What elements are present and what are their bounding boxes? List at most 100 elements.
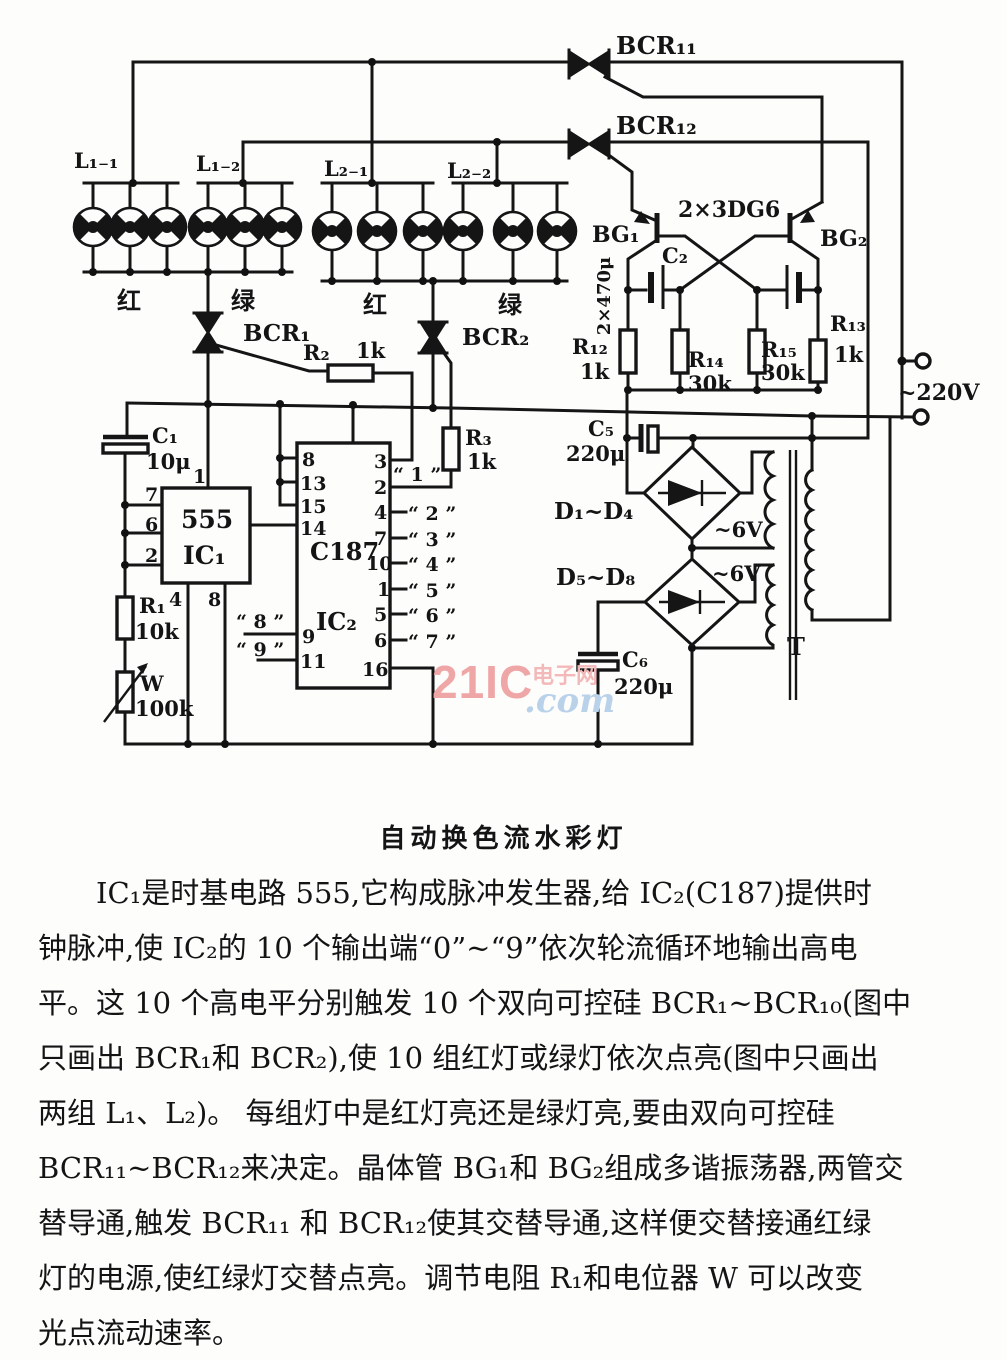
body-line: IC₁是时基电路 555,它构成脉冲发生器,给 IC₂(C187)提供时 bbox=[38, 876, 872, 910]
triac-bcr12-symbol bbox=[567, 128, 611, 160]
label-ic1-pin2: 2 bbox=[145, 545, 158, 567]
label-red-1: 红 bbox=[117, 286, 141, 315]
capacitor-c1 bbox=[101, 434, 150, 455]
mains-terminal-top bbox=[914, 352, 932, 370]
body-line: 钟脉冲,使 IC₂的 10 个输出端“0”~“9”依次轮流循环地输出高电 bbox=[38, 931, 858, 965]
label-ic2-pin13: 13 bbox=[300, 473, 326, 495]
body-line: 两组 L₁、L₂)。 每组灯中是红灯亮还是绿灯亮,要由双向可控硅 bbox=[38, 1096, 835, 1130]
transistor-bg2-symbol bbox=[787, 210, 815, 243]
label-w-value: 100k bbox=[135, 696, 194, 721]
body-line: BCR₁₁~BCR₁₂来决定。晶体管 BG₁和 BG₂组成多谐振荡器,两管交 bbox=[38, 1151, 904, 1185]
label-r3-value: 1k bbox=[467, 449, 497, 474]
label-bg1: BG₁ bbox=[592, 222, 639, 248]
label-r1: R₁ bbox=[139, 593, 166, 618]
label-ic1-pin4: 4 bbox=[169, 589, 182, 611]
capacitor-c2-right bbox=[785, 265, 802, 309]
potentiometer-w bbox=[103, 663, 148, 723]
label-ic2-pin9: 9 bbox=[302, 626, 315, 648]
label-out-9: “ 9 ” bbox=[236, 639, 284, 661]
label-ic2-pin4: 4 bbox=[374, 502, 387, 524]
resistor-r3 bbox=[441, 426, 461, 472]
body-paragraph: IC₁是时基电路 555,它构成脉冲发生器,给 IC₂(C187)提供时 钟脉冲… bbox=[38, 866, 988, 1360]
label-c6: C₆ bbox=[622, 647, 648, 672]
label-bcr1: BCR₁ bbox=[243, 320, 310, 347]
label-c5: C₅ bbox=[588, 416, 614, 441]
label-6v-lower: ~6V bbox=[712, 561, 761, 586]
transistor-bg1-symbol bbox=[634, 211, 660, 243]
label-c2-value: 2×470μ bbox=[594, 257, 615, 335]
label-bg2: BG₂ bbox=[820, 226, 867, 252]
label-ic2-pin7: 7 bbox=[374, 528, 387, 550]
body-line: 只画出 BCR₁和 BCR₂),使 10 组红灯或绿灯依次点亮(图中只画出 bbox=[38, 1041, 879, 1075]
body-line: 灯的电源,使红绿灯交替点亮。调节电阻 R₁和电位器 W 可以改变 bbox=[38, 1261, 864, 1295]
wires bbox=[82, 60, 918, 746]
bridge-d1-d4 bbox=[641, 444, 743, 542]
label-ic2-pin2: 2 bbox=[374, 477, 387, 499]
label-l1-2: L₁₋₂ bbox=[196, 151, 240, 176]
label-out-6: “ 6 ” bbox=[408, 605, 456, 627]
label-ic2-pin16: 16 bbox=[362, 659, 388, 681]
label-6v-upper: ~6V bbox=[714, 517, 763, 542]
label-out-8: “ 8 ” bbox=[236, 611, 284, 633]
resistor-r12 bbox=[618, 328, 638, 375]
resistor-r13 bbox=[808, 338, 828, 384]
triac-bcr1-symbol bbox=[192, 311, 224, 354]
label-ic2-pin10: 10 bbox=[366, 553, 392, 575]
label-red-2: 红 bbox=[363, 290, 387, 319]
label-2x3dg6: 2×3DG6 bbox=[678, 197, 780, 223]
label-bcr2: BCR₂ bbox=[462, 324, 529, 351]
label-out-5: “ 5 ” bbox=[408, 580, 456, 602]
body-line: 平。这 10 个高电平分别触发 10 个双向可控硅 BCR₁~BCR₁₀(图中 bbox=[38, 986, 912, 1020]
label-mains-voltage: ~220V bbox=[898, 380, 980, 406]
triac-bcr2-symbol bbox=[417, 320, 449, 355]
label-r13: R₁₃ bbox=[830, 311, 866, 336]
label-r12: R₁₂ bbox=[572, 334, 608, 359]
label-bcr11: BCR₁₁ bbox=[616, 31, 697, 60]
label-ic1-name: 555 bbox=[181, 505, 233, 534]
bridge-d5-d8 bbox=[642, 556, 742, 648]
capacitor-c5 bbox=[638, 424, 660, 454]
label-ic1-ref: IC₁ bbox=[183, 541, 226, 570]
lamp-group-L1-1 bbox=[72, 206, 188, 248]
label-ic2-pin5: 5 bbox=[374, 604, 387, 626]
label-l1-1: L₁₋₁ bbox=[74, 148, 118, 173]
resistor-r2 bbox=[326, 363, 375, 383]
label-r13-value: 1k bbox=[834, 342, 864, 367]
circuit-schematic: BCR₁₁ BCR₁₂ L₁₋₁ L₁₋₂ L₂₋₁ L₂₋₂ 红 绿 红 绿 … bbox=[72, 31, 980, 748]
mains-terminal-bottom bbox=[912, 408, 930, 426]
ic2-c187-box bbox=[295, 441, 392, 690]
resistor-r1 bbox=[115, 595, 135, 641]
label-ic2-name: C187 bbox=[310, 537, 379, 566]
body-line: 替导通,触发 BCR₁₁ 和 BCR₁₂使其交替导通,这样便交替接通红绿 bbox=[38, 1206, 872, 1240]
label-ic2-ref: IC₂ bbox=[316, 607, 357, 636]
label-out-4: “ 4 ” bbox=[408, 554, 456, 576]
capacitor-c6 bbox=[576, 651, 620, 672]
label-ic2-pin6: 6 bbox=[374, 630, 387, 652]
label-ic2-pin11: 11 bbox=[300, 651, 326, 673]
label-w: W bbox=[139, 671, 164, 696]
lamp-group-L1-2 bbox=[187, 206, 303, 248]
label-r14-value: 30k bbox=[688, 371, 732, 396]
label-c5-value: 220μ bbox=[566, 441, 625, 466]
label-c2: C₂ bbox=[662, 243, 688, 268]
label-transformer: T bbox=[787, 632, 805, 661]
label-d5-d8: D₅~D₈ bbox=[556, 564, 635, 591]
label-r15: R₁₅ bbox=[761, 337, 797, 362]
junction-dots bbox=[89, 58, 907, 748]
label-r12-value: 1k bbox=[580, 359, 610, 384]
label-c1: C₁ bbox=[152, 423, 178, 448]
label-ic1-pin7: 7 bbox=[145, 484, 158, 506]
label-l2-2: L₂₋₂ bbox=[447, 158, 491, 183]
label-c1-value: 10μ bbox=[146, 449, 191, 474]
label-ic1-pin1: 1 bbox=[193, 466, 206, 488]
label-ic2-pin1: 1 bbox=[377, 579, 390, 601]
label-r2-value: 1k bbox=[356, 338, 386, 363]
label-out-1: “ 1 ” bbox=[393, 464, 441, 486]
capacitor-c2-left bbox=[648, 265, 665, 309]
triac-bcr11-symbol bbox=[567, 48, 611, 80]
label-ic2-pin15: 15 bbox=[300, 496, 326, 518]
label-bcr12: BCR₁₂ bbox=[616, 111, 697, 140]
label-out-2: “ 2 ” bbox=[408, 503, 456, 525]
label-r15-value: 30k bbox=[761, 360, 805, 385]
